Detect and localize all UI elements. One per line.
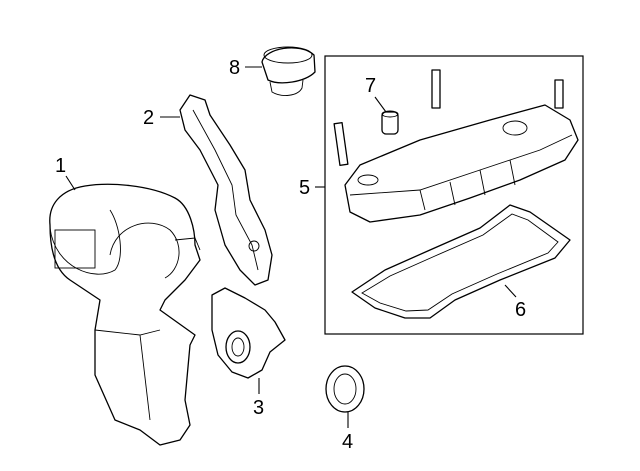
callout-4: 4 [342,431,353,453]
part-7-grommet[interactable] [381,110,399,135]
part-2-upper-cover[interactable] [179,94,273,286]
part-5-valve-cover[interactable] [333,69,579,223]
leader-1 [65,175,76,191]
leader-6 [504,284,517,298]
part-3-seal-housing[interactable] [211,287,286,379]
callout-2: 2 [143,107,154,129]
callout-5: 5 [299,177,310,199]
callout-6: 6 [515,299,526,321]
part-8-oil-cap[interactable] [261,46,316,96]
callout-3: 3 [253,397,264,419]
part-4-seal[interactable] [325,365,365,413]
callout-1: 1 [55,155,66,177]
part-1-timing-cover[interactable] [49,183,201,446]
part-6-gasket[interactable] [351,204,571,319]
assembly-5-box [324,55,584,335]
leader-7 [374,96,387,113]
callout-8: 8 [229,57,240,79]
callout-7: 7 [365,75,376,97]
